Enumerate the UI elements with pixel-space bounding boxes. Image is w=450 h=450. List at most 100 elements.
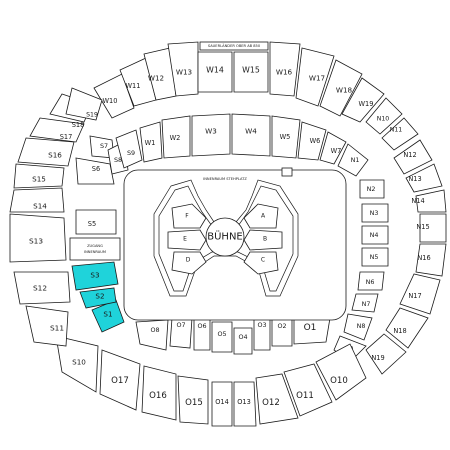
section-n13[interactable]	[405, 163, 443, 193]
section-n7[interactable]	[351, 293, 379, 313]
entrance-box: ZUGANG INNENRAUM	[69, 237, 121, 261]
stage[interactable]	[205, 217, 245, 257]
section-n17[interactable]	[399, 273, 441, 315]
section-w2[interactable]	[161, 115, 191, 159]
section-s5[interactable]	[75, 209, 117, 235]
section-n11[interactable]	[381, 117, 419, 151]
section-w1[interactable]	[139, 121, 163, 163]
section-label-s2: S2	[95, 292, 104, 301]
pit-section-b[interactable]	[243, 229, 283, 251]
section-label-o3: O3	[257, 321, 266, 329]
section-s12[interactable]	[13, 271, 71, 305]
section-n10[interactable]	[365, 97, 403, 135]
section-w7[interactable]	[319, 131, 347, 165]
section-n2[interactable]	[359, 179, 385, 199]
section-n8[interactable]	[343, 313, 373, 341]
section-s9[interactable]	[115, 129, 143, 169]
pit-label-e: E	[183, 236, 187, 243]
section-label-w7: W7	[331, 147, 342, 155]
pit-section-a[interactable]	[243, 203, 279, 229]
section-n16[interactable]	[415, 243, 447, 277]
section-n12[interactable]	[393, 139, 433, 175]
section-label-n12: N12	[403, 151, 416, 159]
section-label-s3: S3	[90, 271, 99, 280]
section-w5[interactable]	[271, 115, 301, 159]
section-o13[interactable]	[233, 381, 257, 427]
section-n3[interactable]	[361, 203, 389, 223]
section-w14[interactable]	[197, 51, 233, 93]
section-s16[interactable]	[17, 137, 75, 167]
section-n14[interactable]	[415, 189, 447, 213]
section-o16[interactable]	[141, 365, 177, 421]
section-label-n3: N3	[370, 209, 379, 217]
pit-section-c[interactable]	[243, 251, 279, 275]
pit-label-f: F	[185, 213, 189, 220]
section-w15[interactable]	[233, 51, 269, 93]
entrance-label-1: ZUGANG	[87, 244, 103, 248]
section-o14[interactable]	[211, 381, 233, 427]
section-label-n2: N2	[367, 185, 376, 193]
section-w19[interactable]	[341, 77, 385, 123]
section-w13[interactable]	[167, 41, 199, 97]
pit-section-e[interactable]	[167, 229, 207, 251]
section-s6[interactable]	[75, 157, 115, 185]
section-label-w16: W16	[276, 68, 293, 77]
section-label-s14: S14	[33, 202, 47, 211]
section-o15[interactable]	[177, 375, 209, 425]
section-label-s15: S15	[32, 175, 46, 184]
section-s11[interactable]	[25, 305, 69, 347]
section-n1[interactable]	[337, 143, 369, 177]
floor-label: INNENRAUM STEHPLATZ	[203, 177, 247, 181]
section-w6[interactable]	[297, 121, 327, 161]
section-o8[interactable]	[135, 319, 169, 351]
section-label-w13: W13	[176, 68, 192, 77]
section-label-s12: S12	[33, 284, 47, 293]
entrance-box-rect	[69, 237, 121, 261]
section-label-s10: S10	[72, 358, 86, 367]
section-w18[interactable]	[319, 59, 363, 117]
section-s14[interactable]	[9, 187, 65, 213]
section-n5[interactable]	[361, 247, 389, 267]
section-label-o1: O1	[304, 323, 317, 333]
pit-section-d[interactable]	[171, 251, 207, 275]
section-o10[interactable]	[315, 343, 367, 401]
section-w16[interactable]	[269, 41, 301, 97]
section-label-s17: S17	[60, 133, 73, 141]
section-o12[interactable]	[255, 373, 299, 425]
section-label-o4: O4	[238, 333, 247, 341]
section-s17[interactable]	[29, 117, 85, 143]
section-label-n13: N13	[408, 175, 421, 183]
section-w3[interactable]	[191, 113, 231, 157]
section-n19[interactable]	[365, 333, 407, 375]
section-label-w6: W6	[310, 137, 321, 145]
section-o5[interactable]	[211, 321, 233, 353]
section-n6[interactable]	[357, 271, 385, 291]
section-n18[interactable]	[385, 307, 429, 349]
section-s2[interactable]	[79, 287, 117, 309]
section-o4[interactable]	[233, 327, 253, 355]
section-w17[interactable]	[295, 47, 335, 107]
section-n4[interactable]	[361, 225, 389, 245]
section-s3[interactable]	[71, 261, 119, 291]
section-label-w2: W2	[170, 134, 181, 142]
section-label-o6: O6	[197, 322, 206, 330]
section-s15[interactable]	[13, 163, 65, 189]
section-n15[interactable]	[419, 213, 447, 243]
section-label-n4: N4	[370, 231, 379, 239]
section-s10[interactable]	[55, 335, 99, 393]
section-label-s19: S19	[86, 112, 98, 119]
section-label-w15: W15	[242, 66, 260, 75]
section-w4[interactable]	[231, 113, 271, 157]
section-s13[interactable]	[9, 213, 67, 263]
section-w10[interactable]	[93, 73, 135, 119]
section-label-n17: N17	[408, 292, 421, 300]
section-label-s5: S5	[88, 220, 96, 228]
section-label-o5: O5	[217, 330, 226, 338]
section-label-n7: N7	[362, 300, 371, 308]
section-label-n10: N10	[377, 116, 390, 123]
section-o11[interactable]	[283, 363, 333, 417]
pit-section-f[interactable]	[171, 203, 207, 229]
section-o17[interactable]	[99, 349, 141, 411]
section-s19[interactable]	[65, 87, 103, 121]
